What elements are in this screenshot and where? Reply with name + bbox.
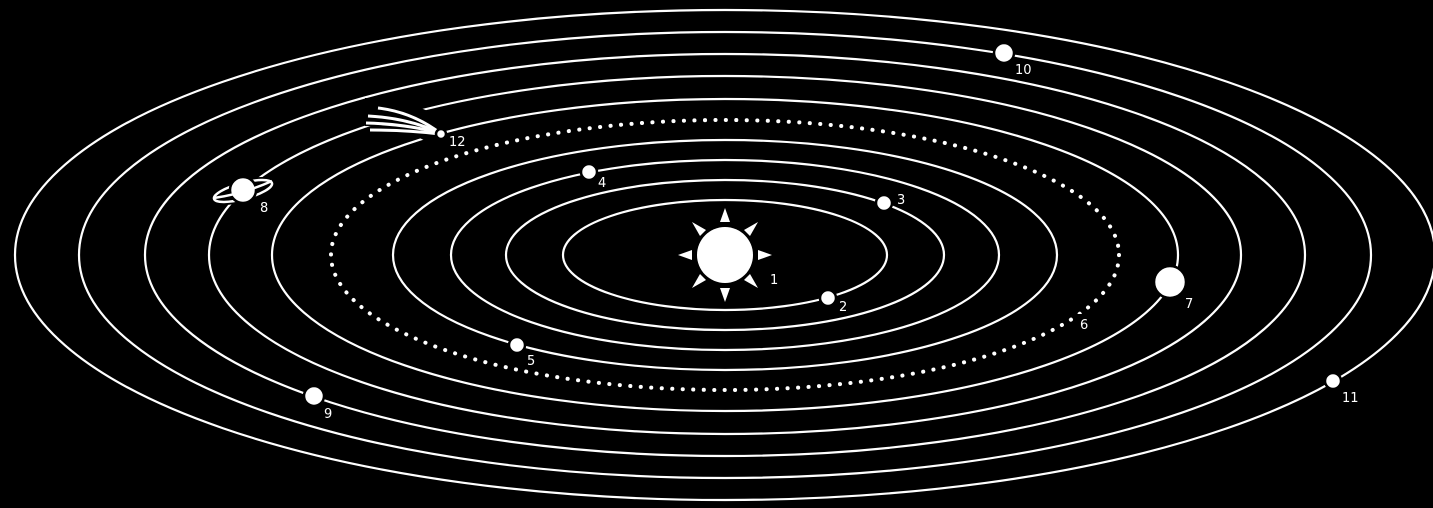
planet-7 (1154, 266, 1186, 298)
label-7: 7 (1185, 297, 1193, 312)
planet-2 (820, 290, 836, 306)
label-4: 4 (598, 176, 606, 191)
planet-3 (876, 195, 892, 211)
label-10: 10 (1015, 63, 1032, 78)
label-8: 8 (260, 201, 268, 216)
label-12: 12 (449, 135, 466, 150)
label-2: 2 (839, 300, 847, 315)
planet-11 (1325, 373, 1341, 389)
label-1: 1 (770, 273, 778, 288)
planet-4 (581, 164, 597, 180)
label-6: 6 (1080, 318, 1088, 333)
planet-5 (509, 337, 525, 353)
label-5: 5 (527, 354, 535, 369)
label-3: 3 (897, 193, 905, 208)
label-9: 9 (324, 407, 332, 422)
planet-9 (304, 386, 324, 406)
label-11: 11 (1342, 391, 1359, 406)
planet-10 (994, 43, 1014, 63)
